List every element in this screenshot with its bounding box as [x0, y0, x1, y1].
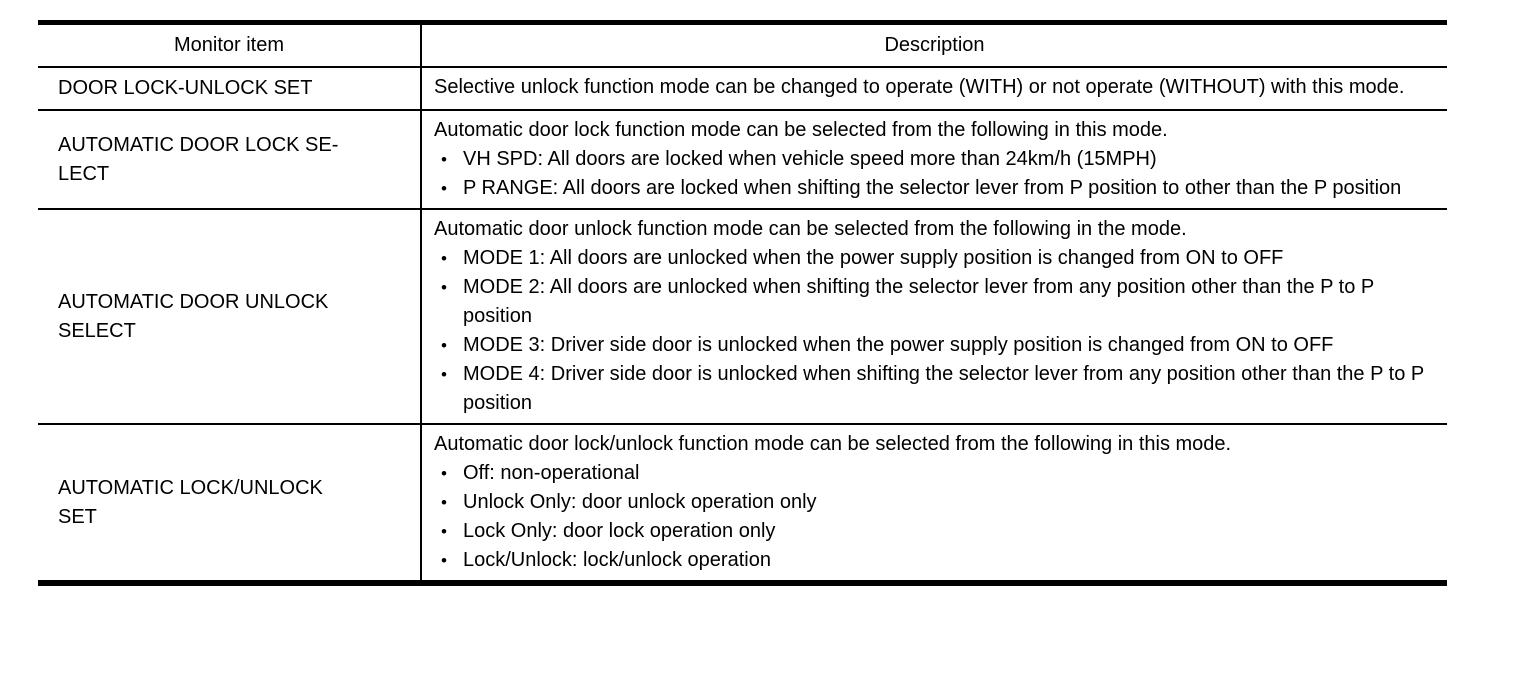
table-row: AUTOMATIC DOOR UNLOCK SELECT Automatic d…: [38, 209, 1447, 425]
monitor-item-cell: AUTOMATIC DOOR LOCK SE- LECT: [38, 110, 422, 210]
bullet-item: Off: non-operational: [434, 459, 1437, 488]
bullet-item: MODE 3: Driver side door is unlocked whe…: [434, 331, 1437, 360]
header-row: Monitor item Description: [38, 22, 1447, 68]
description-cell: Automatic door unlock function mode can …: [421, 209, 1447, 425]
description-intro: Automatic door lock function mode can be…: [434, 119, 1168, 141]
description-bullet-list: Off: non-operationalUnlock Only: door un…: [434, 459, 1437, 575]
table-row: AUTOMATIC DOOR LOCK SE- LECT Automatic d…: [38, 110, 1447, 210]
table-row: AUTOMATIC LOCK/UNLOCK SET Automatic door…: [38, 424, 1447, 583]
description-cell: Automatic door lock function mode can be…: [421, 110, 1447, 210]
description-cell: Automatic door lock/unlock function mode…: [421, 424, 1447, 583]
table-row: DOOR LOCK-UNLOCK SET Selective unlock fu…: [38, 67, 1447, 111]
monitor-item-cell: AUTOMATIC LOCK/UNLOCK SET: [38, 424, 422, 583]
description-bullet-list: MODE 1: All doors are unlocked when the …: [434, 244, 1437, 418]
description-bullet-list: VH SPD: All doors are locked when vehicl…: [434, 145, 1437, 203]
description-intro: Selective unlock function mode can be ch…: [434, 76, 1405, 98]
bullet-item: VH SPD: All doors are locked when vehicl…: [434, 145, 1437, 174]
column-header-description: Description: [421, 22, 1447, 68]
bullet-item: Lock/Unlock: lock/unlock operation: [434, 546, 1437, 575]
bullet-item: MODE 1: All doors are unlocked when the …: [434, 244, 1437, 273]
bullet-item: Lock Only: door lock operation only: [434, 517, 1437, 546]
monitor-item-cell: DOOR LOCK-UNLOCK SET: [38, 67, 422, 111]
bullet-item: P RANGE: All doors are locked when shift…: [434, 174, 1437, 203]
bullet-item: MODE 4: Driver side door is unlocked whe…: [434, 360, 1437, 418]
bullet-item: Unlock Only: door unlock operation only: [434, 488, 1437, 517]
monitor-item-table: Monitor item Description DOOR LOCK-UNLOC…: [38, 20, 1447, 586]
monitor-item-cell: AUTOMATIC DOOR UNLOCK SELECT: [38, 209, 422, 425]
column-header-monitor-item: Monitor item: [38, 22, 422, 68]
description-intro: Automatic door unlock function mode can …: [434, 218, 1187, 240]
bullet-item: MODE 2: All doors are unlocked when shif…: [434, 273, 1437, 331]
description-intro: Automatic door lock/unlock function mode…: [434, 433, 1232, 455]
description-cell: Selective unlock function mode can be ch…: [421, 67, 1447, 111]
